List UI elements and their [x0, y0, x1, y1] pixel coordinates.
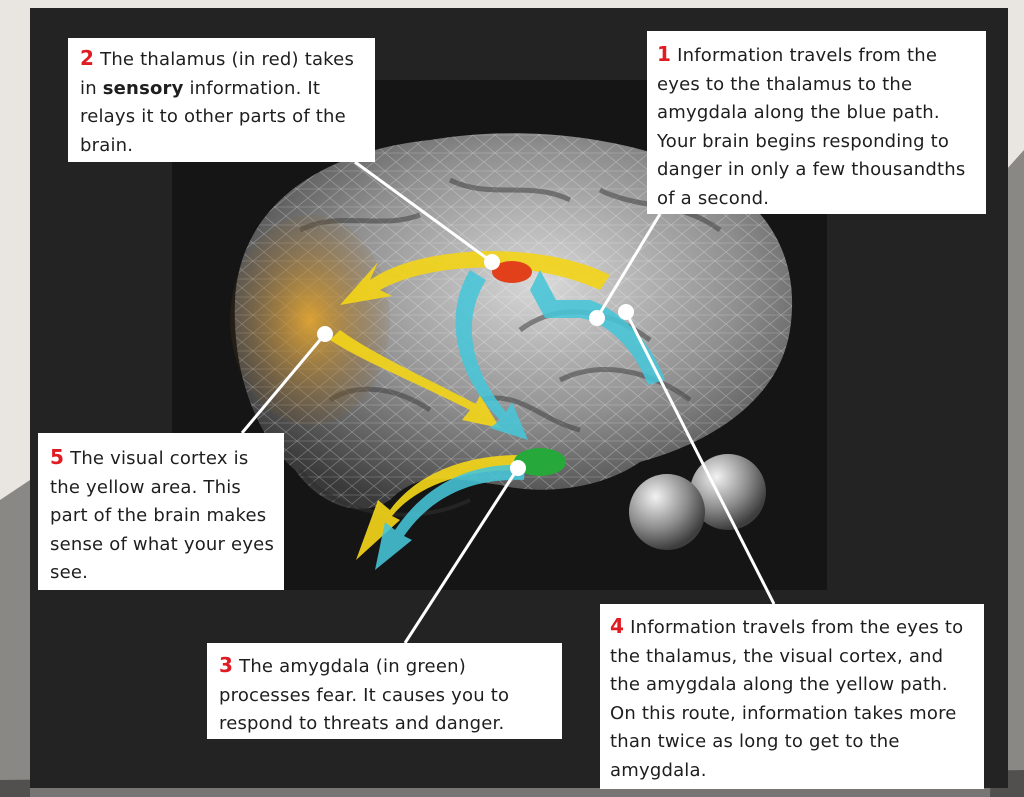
callout-4-text: Information travels from the eyes to the… — [610, 617, 963, 781]
eye-front — [629, 474, 705, 550]
callout-1: 1Information travels from the eyes to th… — [647, 31, 986, 214]
callout-3-number: 3 — [219, 653, 233, 677]
callout-2: 2The thalamus (in red) takes in sensory … — [68, 38, 375, 162]
visual-cortex-area — [230, 215, 390, 425]
callout-4-number: 4 — [610, 614, 624, 638]
callout-2-number: 2 — [80, 46, 94, 70]
callout-1-text: Information travels from the eyes to the… — [657, 45, 965, 209]
callout-5-number: 5 — [50, 445, 64, 469]
callout-2-highlight: sensory — [103, 78, 184, 99]
callout-3: 3The amygdala (in green) processes fear.… — [207, 643, 562, 739]
leader-line-3 — [405, 468, 518, 643]
callout-4: 4Information travels from the eyes to th… — [600, 604, 984, 789]
callout-5: 5The visual cortex is the yellow area. T… — [38, 433, 284, 590]
callout-5-text: The visual cortex is the yellow area. Th… — [50, 448, 274, 583]
callout-1-number: 1 — [657, 42, 671, 66]
callout-3-text: The amygdala (in green) processes fear. … — [219, 656, 509, 734]
